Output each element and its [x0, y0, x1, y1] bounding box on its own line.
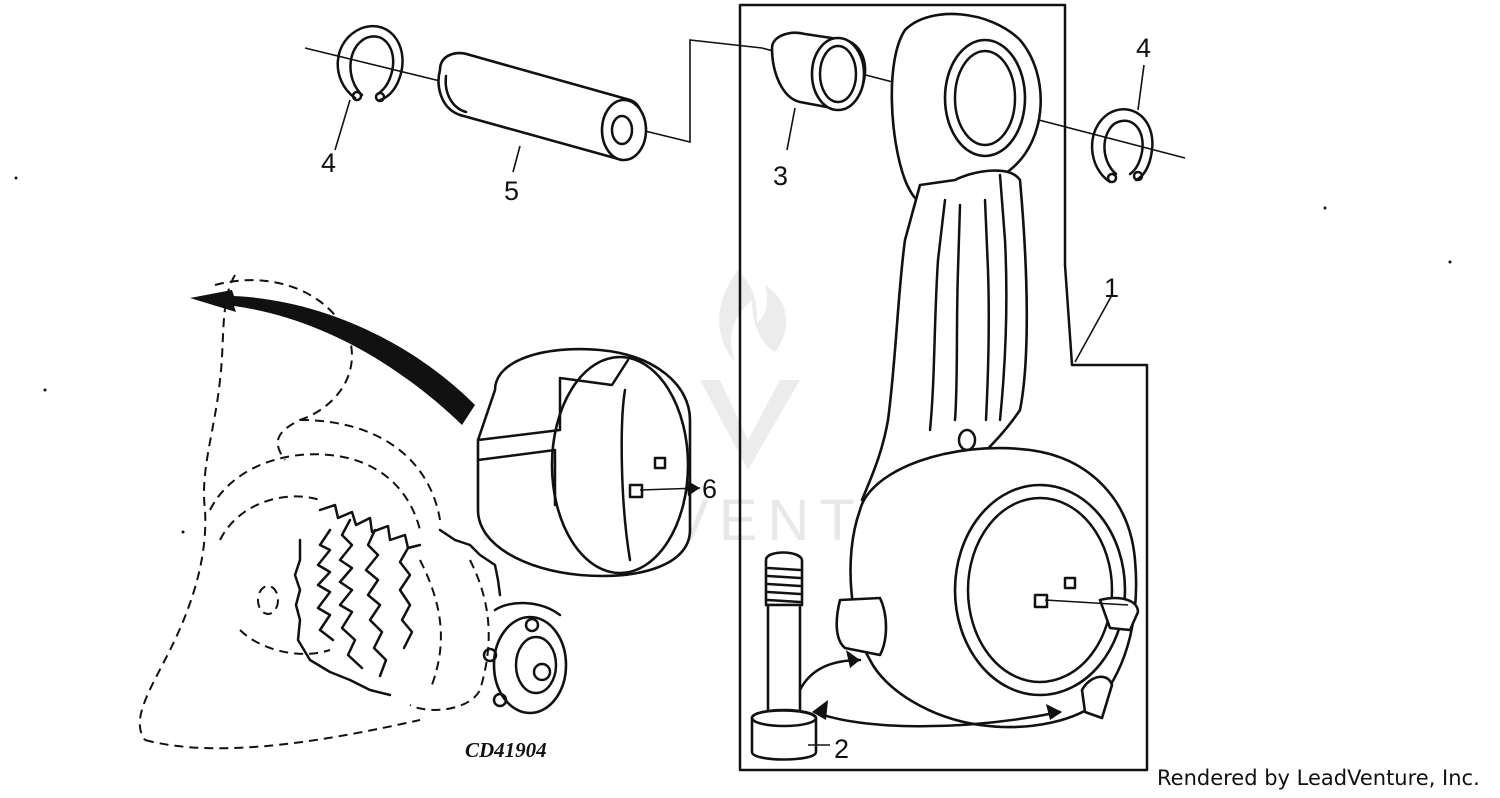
scan-specks — [14, 176, 1452, 534]
callout-3: 3 — [773, 161, 788, 191]
snap-ring-left — [334, 25, 404, 151]
assembly-axis-line — [304, 39, 1186, 159]
callout-labels: 1 2 3 4 4 5 6 — [321, 33, 1151, 764]
piston-pin — [437, 51, 648, 173]
callout-5: 5 — [504, 176, 519, 206]
callout-2: 2 — [834, 734, 849, 764]
callout-4-left: 4 — [321, 148, 336, 178]
snap-ring-right — [1090, 64, 1154, 184]
callout-6: 6 — [702, 474, 717, 504]
figure-code: CD41904 — [465, 738, 547, 762]
assembly-direction-arrow — [190, 290, 475, 425]
connecting-rod-boundary — [738, 3, 1149, 772]
rod-bearing-insert — [476, 347, 701, 578]
piston-pin-bushing — [770, 31, 867, 151]
callout-4-right: 4 — [1136, 33, 1151, 63]
rod-cap-screw — [750, 551, 1062, 761]
callout-1: 1 — [1104, 273, 1119, 303]
render-credit: Rendered by LeadVenture, Inc. — [1157, 766, 1480, 790]
connecting-rod — [835, 12, 1140, 729]
crankshaft-dashed-outline — [138, 274, 568, 750]
